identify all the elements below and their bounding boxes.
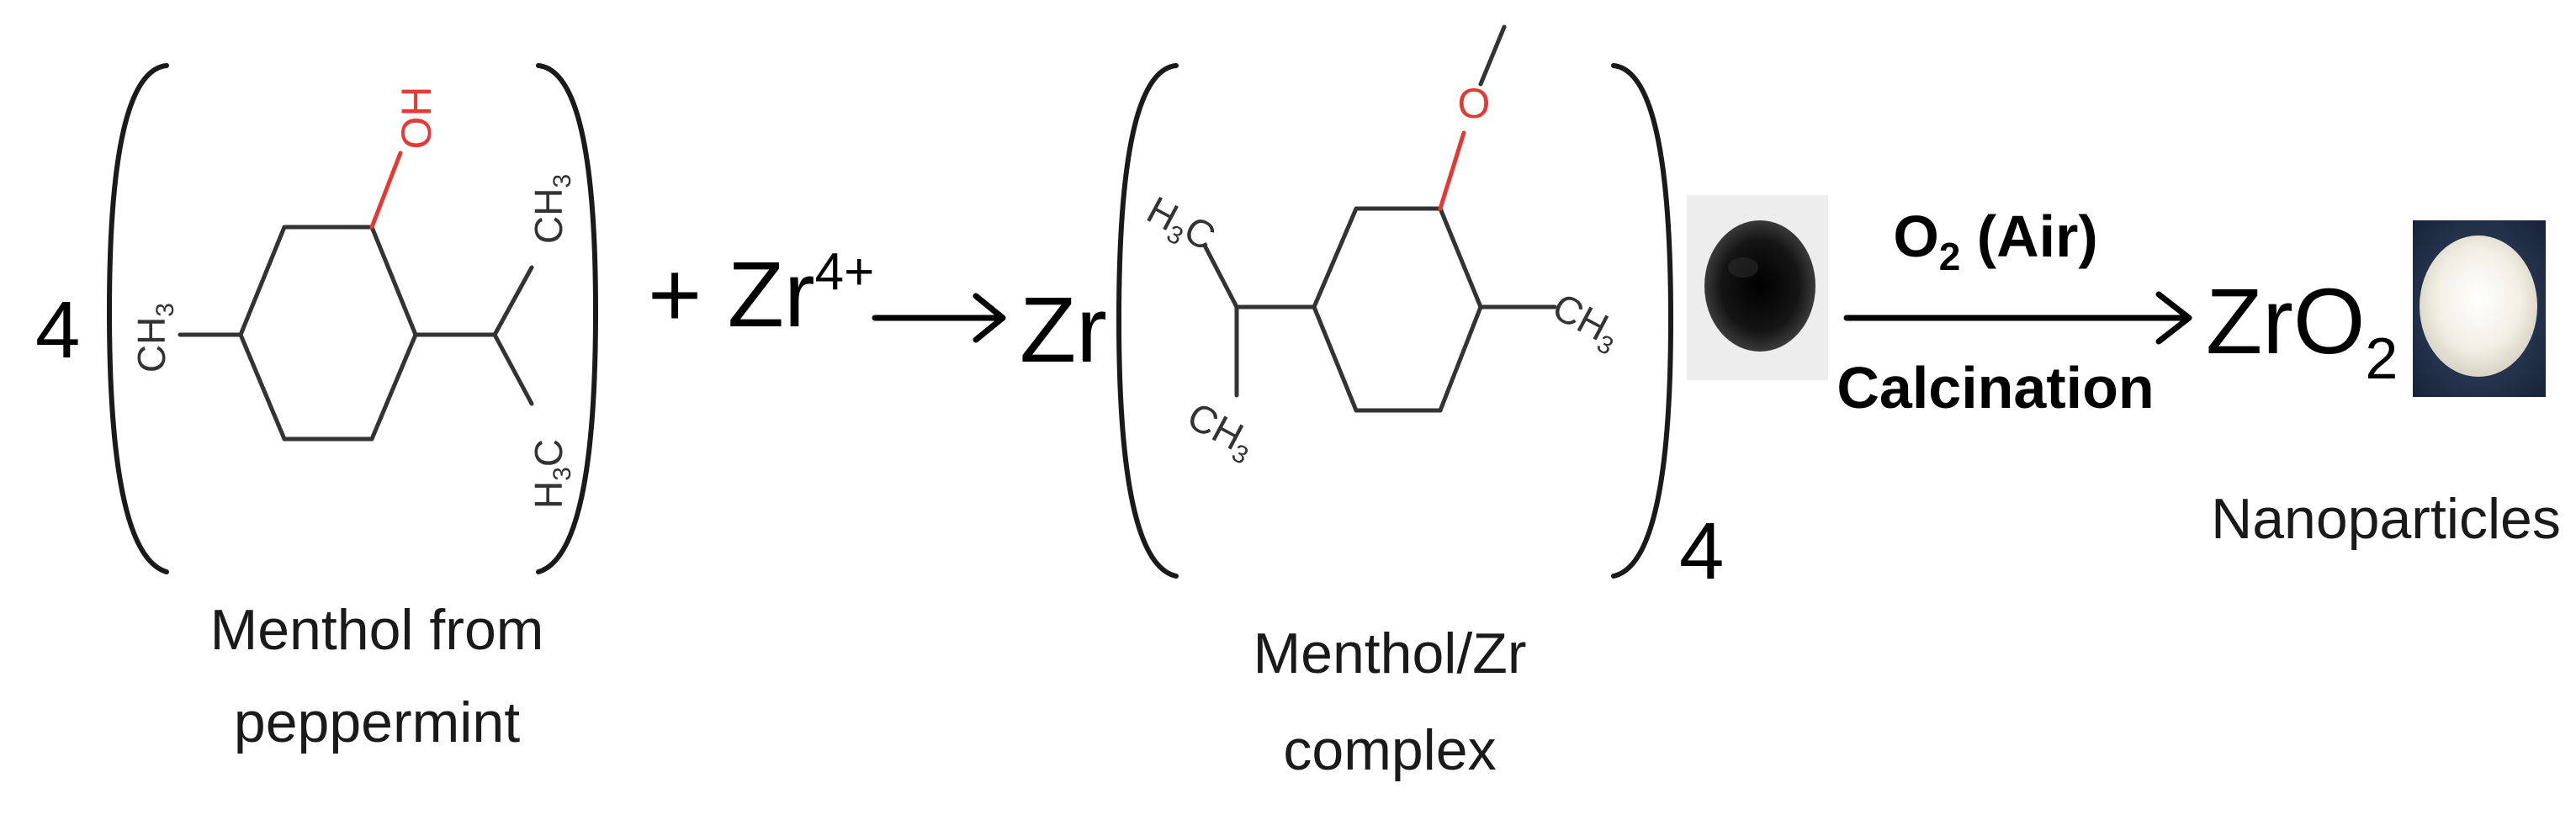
plus-zr-text: + Zr	[648, 243, 815, 347]
svg-text:CH3: CH3	[1178, 394, 1263, 470]
condition-above: O2 (Air)	[1893, 204, 2097, 278]
product-formula: ZrO2	[2206, 270, 2398, 391]
complex-methyl-bottom-label: CH3	[1178, 394, 1263, 470]
complex-bracket-close	[1611, 63, 1674, 579]
zr-charge: 4+	[815, 243, 875, 301]
complex-caption-line1: Menthol/Zr	[1254, 622, 1527, 685]
methyl-bottom-suffix: C	[527, 439, 570, 467]
zirconium-ion: + Zr4+	[648, 243, 874, 347]
condition-o-text: O	[1893, 204, 1938, 269]
complex-metal: Zr	[1020, 278, 1107, 382]
svg-text:CH3: CH3	[1543, 284, 1628, 361]
hydroxyl-label: OH	[393, 87, 440, 150]
cyclohexane-ring	[238, 225, 418, 442]
product-caption: Nanoparticles	[2211, 487, 2561, 551]
methyl-bottom-sub: 3	[549, 467, 576, 481]
methyl-bottom-label: H3C	[527, 439, 576, 509]
methyl-left-sub: 3	[151, 303, 179, 317]
methyl-top-label: CH3	[527, 174, 576, 244]
product-sub: 2	[2365, 325, 2398, 391]
menthol-caption-line1: Menthol from	[210, 598, 544, 662]
complex-bond-isopropyl-up	[1202, 243, 1239, 309]
condition-below: Calcination	[1837, 355, 2154, 421]
svg-text:H3C: H3C	[527, 439, 576, 509]
black-powder-image	[1687, 195, 1828, 380]
complex-oxygen-label: O	[1458, 80, 1491, 127]
complex-bond-ring-to-o	[1438, 130, 1466, 211]
methyl-top-text: CH	[527, 188, 570, 244]
complex-subscript: 4	[1679, 506, 1724, 596]
methyl-top-sub: 3	[549, 174, 576, 188]
left-bracket-close	[536, 63, 599, 574]
bond-isopropyl-up	[492, 265, 534, 337]
menthol-caption-line2: peppermint	[234, 690, 520, 754]
reaction-arrow-1	[872, 293, 1006, 343]
methyl-bottom-prefix: H	[527, 481, 570, 509]
menthol-molecule: 4 OH CH3 CH3 H3C Me	[35, 63, 599, 754]
condition-o-sub: 2	[1939, 235, 1961, 278]
complex-cyclohexane-ring	[1312, 206, 1483, 413]
calcination-step: O2 (Air) Calcination	[1837, 204, 2192, 421]
condition-air-text: (Air)	[1960, 204, 2097, 269]
complex-bond-o-to-zr	[1478, 24, 1507, 87]
complex-bracket-open	[1116, 63, 1179, 579]
methyl-left-text: CH	[130, 317, 173, 373]
bond-ring-to-oh	[369, 151, 403, 230]
white-powder-image	[2413, 220, 2546, 397]
reaction-arrow-2-head	[2155, 291, 2192, 345]
left-bracket-open	[106, 63, 169, 574]
methyl-left-label: CH3	[130, 303, 179, 373]
bond-isopropyl-down	[492, 332, 534, 406]
reactant-coefficient: 4	[35, 285, 80, 375]
complex-methyl-left-suffix: C	[1177, 207, 1222, 259]
product-main-text: ZrO	[2206, 270, 2365, 373]
menthol-zr-complex: Zr O H3C CH3 CH3 4	[1020, 24, 1724, 782]
complex-methyl-right-label: CH3	[1543, 284, 1628, 361]
svg-text:CH3: CH3	[130, 303, 179, 373]
complex-caption-line2: complex	[1283, 718, 1496, 782]
svg-text:CH3: CH3	[527, 174, 576, 244]
